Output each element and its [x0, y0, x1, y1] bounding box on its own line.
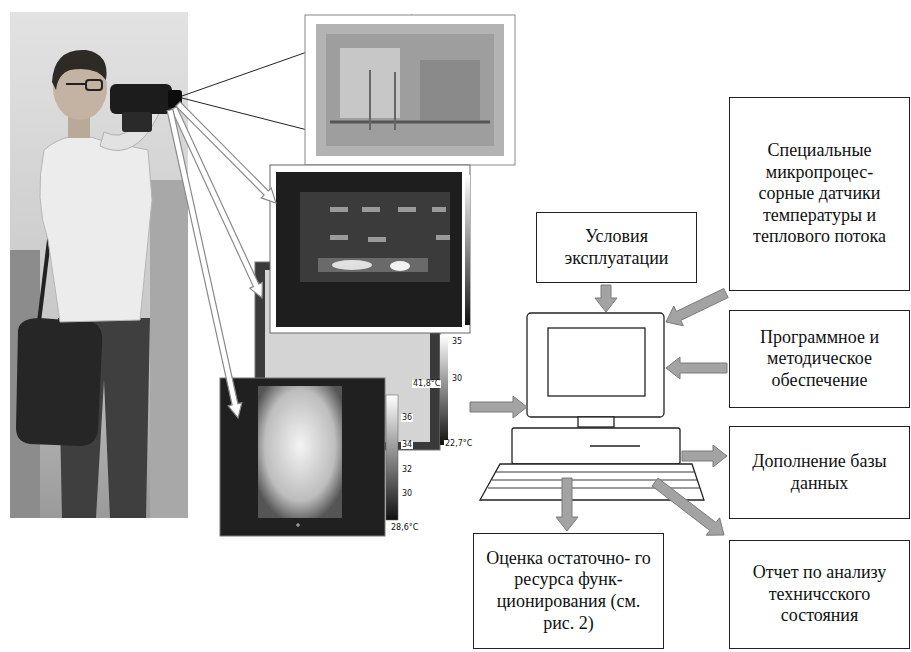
scale-value: 22,7°C [444, 440, 473, 448]
flow-arrow-part [682, 445, 727, 467]
operator-photo-part [150, 180, 188, 518]
scale-value: 28,6°C [390, 524, 419, 532]
operator-photo-part [40, 136, 152, 322]
flow-arrow-part [652, 478, 724, 535]
input-box: Специальные микропроцес- сорные датчики … [729, 97, 910, 291]
object-photo-part [330, 121, 490, 124]
thermogram-part [276, 172, 462, 327]
output-box: Оценка остаточно- го ресурса функ- циони… [473, 533, 664, 649]
thermogram-part-part [330, 235, 348, 240]
thermogram-part [465, 175, 470, 325]
computer-part [527, 313, 664, 417]
flow-arrow [470, 285, 728, 535]
computer-part [578, 417, 614, 427]
thermogram-part [386, 395, 398, 520]
thermogram-part-part [330, 207, 348, 212]
flow-arrow-part [666, 357, 727, 379]
operator-photo-part [52, 50, 107, 90]
thermogram-part [258, 386, 342, 518]
thermogram-part-part [398, 207, 416, 212]
thermogram-part [220, 378, 385, 536]
operator-photo-part [16, 318, 102, 446]
operator-photo [10, 12, 188, 518]
scale-value: 30 [401, 490, 413, 498]
thermogram [220, 378, 398, 536]
object-photo-part [369, 70, 371, 130]
operator-photo-part [110, 84, 172, 114]
scale-value: 35 [451, 338, 463, 346]
thermogram-part [318, 258, 428, 272]
flow-arrow-part [470, 396, 527, 418]
operator-photo-part [10, 12, 188, 518]
computer-part [512, 428, 680, 464]
thermogram-part [300, 192, 450, 282]
box-text: Программное и методическое обеспечение [736, 327, 903, 392]
object-photo-part [305, 15, 515, 165]
thermogram-part [270, 165, 470, 333]
thermogram-part-part [436, 235, 450, 240]
object-photo-part [394, 72, 396, 130]
view-arrow [167, 102, 276, 418]
thermogram-part [332, 260, 372, 270]
box-text: Дополнение базы данных [736, 451, 903, 494]
operator-photo-part [86, 80, 102, 90]
object-photo-part [316, 24, 504, 156]
scale-value: 36 [401, 414, 413, 422]
scale-value: 32 [401, 466, 413, 474]
computer-part [548, 328, 645, 396]
output-box: Отчет по анализу техничсского состояния [729, 540, 910, 649]
flow-arrow-part [595, 285, 617, 312]
box-text: Отчет по анализу техничсского состояния [736, 562, 903, 627]
view-arrow-part [167, 109, 242, 418]
object-photo-part [420, 60, 480, 120]
output-box: Дополнение базы данных [729, 426, 910, 519]
computer-part [590, 445, 640, 446]
input-box: Программное и методическое обеспечение [729, 310, 910, 408]
thermogram-part [440, 335, 448, 445]
scale-value: 30 [451, 375, 463, 383]
box-text: Оценка остаточно- го ресурса функ- циони… [480, 548, 657, 634]
thermogram-part-part [368, 237, 386, 242]
view-arrow-part [171, 107, 262, 298]
box-text: Условия эксплуатации [543, 226, 690, 269]
scale-value: 41,8°C [412, 380, 441, 388]
thermogram-part [390, 261, 410, 271]
object-photo-part [326, 34, 494, 146]
thermogram-part-part [362, 207, 380, 212]
object-photo [305, 15, 515, 165]
input-box: Условия эксплуатации [536, 212, 697, 283]
thermogram [270, 165, 470, 333]
thermogram-part-part [432, 207, 446, 212]
scale-value: 34 [401, 441, 413, 449]
operator-photo-part [66, 83, 86, 85]
thermogram-part [296, 523, 300, 527]
flow-arrow-part [556, 478, 578, 531]
box-text: Специальные микропроцес- сорные датчики … [736, 140, 903, 248]
thermogram-part [330, 207, 450, 242]
flow-arrow-part [666, 289, 728, 326]
operator-photo-part [122, 112, 152, 132]
